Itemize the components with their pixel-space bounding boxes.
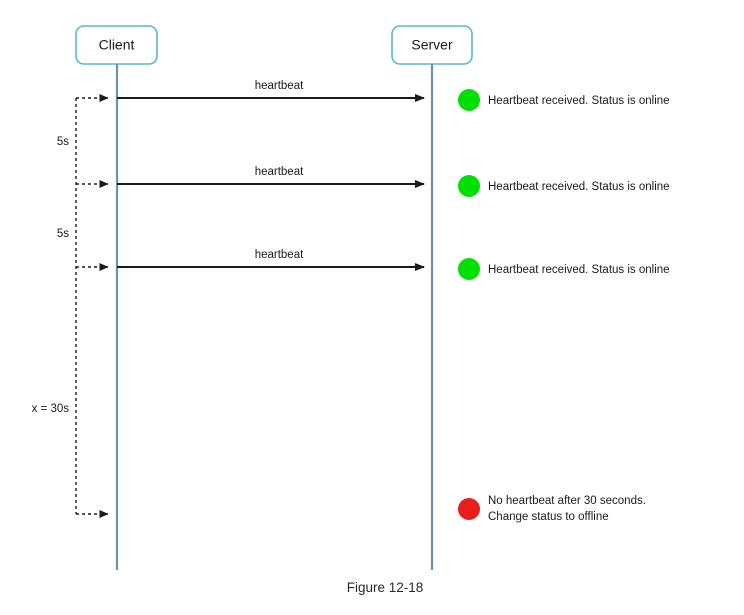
interval-label-timeout: x = 30s [32,403,70,415]
interval-label-2: 5s [57,228,69,240]
participant-server[interactable]: Server [391,25,473,570]
interval-label-1: 5s [57,136,69,148]
message-label-2: heartbeat [255,166,304,178]
message-3[interactable]: heartbeat [117,249,425,271]
status-note-text-2: Heartbeat received. Status is online [488,181,670,193]
status-note-text-1: Heartbeat received. Status is online [488,95,670,107]
message-2[interactable]: heartbeat [117,166,425,188]
message-label-1: heartbeat [255,80,304,92]
status-note-2: Heartbeat received. Status is online [458,175,670,197]
status-note-3: Heartbeat received. Status is online [458,258,670,280]
status-note-1: Heartbeat received. Status is online [458,89,670,111]
message-1[interactable]: heartbeat [117,80,425,102]
status-note-offline-line-1: No heartbeat after 30 seconds. [488,495,646,507]
status-dot-online-icon [458,258,480,280]
status-note-offline-line-2: Change status to offline [488,511,609,523]
status-note-text-3: Heartbeat received. Status is online [488,264,670,276]
participant-client[interactable]: Client [75,25,158,570]
message-label-3: heartbeat [255,249,304,261]
status-dot-online-icon [458,175,480,197]
figure-caption: Figure 12-18 [347,580,424,595]
status-dot-online-icon [458,89,480,111]
participant-label-server: Server [411,37,453,53]
timer-loop-path [75,94,109,518]
status-note-offline: No heartbeat after 30 seconds. Change st… [458,495,646,523]
status-dot-offline-icon [458,498,480,520]
participant-label-client: Client [99,37,135,53]
